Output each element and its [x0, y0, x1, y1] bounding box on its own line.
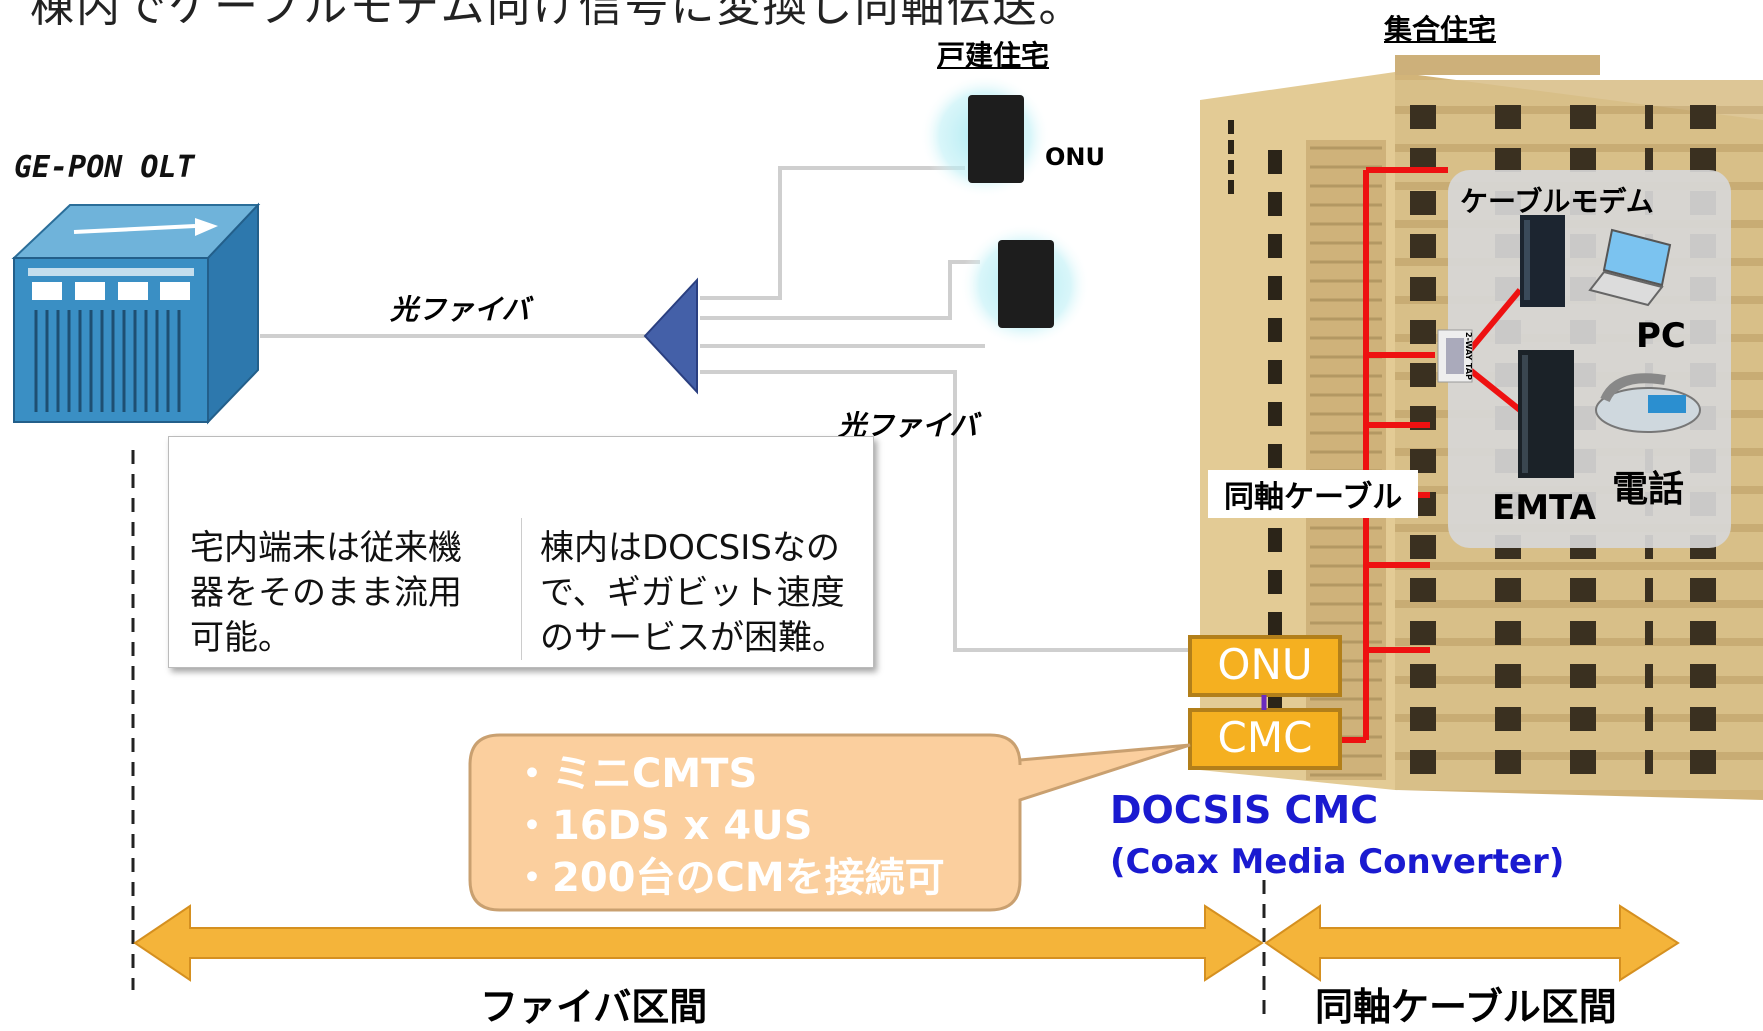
fiber-label-upper: 光ファイバ: [390, 293, 530, 326]
optical-splitter-icon: [643, 277, 698, 395]
onu-device-label: ONU: [1045, 143, 1105, 171]
onu-box-label: ONU: [1217, 640, 1313, 689]
fiber-lines: [260, 166, 1190, 652]
coax-cable-label: 同軸ケーブル: [1208, 470, 1419, 518]
detached-house-label: 戸建住宅: [937, 39, 1050, 72]
emta-label: EMTA: [1492, 488, 1596, 528]
emta-icon: [1518, 350, 1574, 478]
laptop-icon: [1588, 228, 1672, 307]
telephone-icon: [1595, 373, 1701, 433]
fiber-section-label: ファイバ区間: [480, 985, 708, 1029]
cmc-box: [1188, 708, 1342, 770]
cable-modem-label: ケーブルモデム: [1460, 185, 1654, 218]
pc-label: PC: [1636, 316, 1686, 356]
olt-label: GE-PON OLT: [14, 150, 195, 185]
onu-device-icon: [920, 74, 1090, 347]
callout-line-1: ・ミニCMTS: [512, 751, 758, 797]
cmc-box-label: CMC: [1217, 713, 1313, 762]
tap-label: 2-WAY TAP: [1464, 332, 1473, 380]
callout-bubble: [468, 733, 1191, 912]
callout-line-2: ・16DS x 4US: [512, 803, 813, 849]
note-right: 棟内はDOCSISなの で、ギガビット速度 のサービスが困難。: [540, 528, 846, 658]
slide-title-fragment: 棟内でケーブルモデム向け信号に変換し同軸伝送。: [30, 0, 1085, 32]
section-arrows: [133, 904, 1680, 982]
note-divider: [521, 518, 522, 660]
coax-section-label: 同軸ケーブル区間: [1315, 985, 1617, 1029]
coax-wiring: [1335, 167, 1523, 743]
two-way-tap-icon: [1437, 329, 1473, 383]
cable-modem-icon: [1520, 215, 1565, 307]
docsis-cmc-title: DOCSIS CMC: [1110, 788, 1379, 832]
apartment-label: 集合住宅: [1384, 13, 1497, 46]
callout-line-3: ・200台のCMを接続可: [512, 855, 945, 901]
note-left: 宅内端末は従来機 器をそのまま流用 可能。: [190, 528, 462, 658]
phone-label: 電話: [1612, 469, 1685, 510]
docsis-cmc-subtitle: (Coax Media Converter): [1110, 842, 1565, 882]
olt-chassis-icon: [11, 202, 261, 425]
